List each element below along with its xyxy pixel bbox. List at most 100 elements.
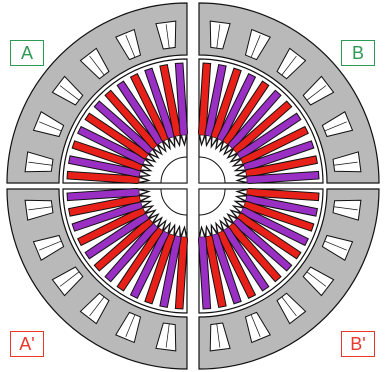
rotor-bar-tip — [138, 177, 149, 183]
rotor-bar-tip — [175, 135, 181, 145]
stator-slot — [302, 266, 335, 297]
stator-slot — [209, 322, 231, 352]
stator-slot — [244, 311, 271, 344]
slot-divider — [89, 296, 105, 317]
quadrant-label-b: B — [341, 40, 375, 66]
slot-divider — [165, 323, 170, 348]
stator-slot — [115, 311, 142, 344]
stator-slot — [276, 47, 307, 80]
rotor-bar-tip — [211, 225, 217, 236]
slot-divider — [324, 121, 347, 132]
stator-slot — [332, 151, 362, 173]
slot-divider — [324, 240, 347, 251]
stator-slot — [209, 20, 231, 50]
quadrant-label-a: A — [10, 40, 44, 66]
stator-slot — [302, 75, 335, 106]
slot-divider — [333, 206, 358, 211]
stator-sector-a — [6, 2, 188, 184]
rotor-bar-tip — [215, 138, 223, 149]
stator-sector-a2 — [6, 188, 188, 370]
quadrant-label-b-prime: B' — [341, 331, 375, 357]
rotor-bar-tip — [175, 227, 181, 237]
rotor-bar — [66, 187, 151, 202]
rotor-bar-tip — [169, 225, 175, 236]
stator-slot — [24, 151, 54, 173]
rotor-bar-tip — [163, 138, 171, 149]
slot-divider — [39, 121, 62, 132]
rotor-bar-tip — [235, 201, 246, 207]
slot-divider — [59, 85, 80, 101]
rotor-bar-tip — [224, 218, 233, 228]
rotor-bar-tip — [215, 223, 223, 234]
rotor-bar-tip — [138, 189, 149, 195]
rotor-layer — [62, 58, 324, 314]
stator-sector-b2 — [198, 188, 380, 370]
stator-layer — [6, 2, 380, 370]
slot-divider — [333, 161, 358, 166]
stator-slot — [51, 75, 84, 106]
stator-sector-b — [198, 2, 380, 184]
rotor-bar-tip — [228, 214, 238, 223]
rotor-bar-tip — [205, 135, 211, 145]
stator-slot — [79, 292, 110, 325]
rotor-bar-tip — [233, 159, 244, 167]
slot-divider — [165, 24, 170, 49]
slot-divider — [216, 24, 221, 49]
rotor-bar-tip — [158, 221, 166, 231]
slot-divider — [89, 55, 105, 76]
rotor-bar-tip — [148, 214, 158, 223]
hub-b — [198, 156, 226, 184]
stator-slot — [32, 111, 65, 138]
rotor-bar-tip — [140, 165, 151, 171]
slot-divider — [281, 296, 297, 317]
stator-slot — [244, 28, 271, 61]
rotor-bar-tip — [231, 210, 241, 218]
rotor-bar-tip — [139, 195, 149, 201]
stator-slot — [321, 234, 354, 261]
rotor-bar-tip — [169, 136, 175, 147]
stator-slot — [79, 47, 110, 80]
rotor-bar-tip — [199, 227, 205, 238]
rotor-bar-tip — [233, 205, 244, 213]
slot-divider — [28, 161, 53, 166]
slot-divider — [125, 35, 136, 58]
rotor-bar-tip — [220, 221, 228, 231]
slot-divider — [250, 35, 261, 58]
slot-divider — [281, 55, 297, 76]
stator-slot — [321, 111, 354, 138]
slot-divider — [306, 85, 327, 101]
rotor-bar-tip — [153, 144, 162, 154]
rotor-bar-tip — [205, 227, 211, 237]
hub-b2 — [198, 188, 226, 216]
stator-slot — [51, 266, 84, 297]
stator-slot — [332, 199, 362, 221]
rotor-bar-tip — [148, 149, 158, 158]
stator-slot — [115, 28, 142, 61]
rotor-bar-tip — [145, 210, 155, 218]
stator-slot — [32, 234, 65, 261]
hub-layer — [160, 156, 226, 216]
rotor-bar-tip — [142, 205, 153, 213]
slot-divider — [306, 271, 327, 287]
stator-slot — [155, 322, 177, 352]
rotor-bar-tip — [163, 223, 171, 234]
rotor-bar-tip — [237, 189, 248, 195]
rotor-bar-tip — [220, 141, 228, 151]
rotor-bar-tip — [231, 154, 241, 162]
rotor-bar — [174, 62, 189, 147]
rotor-bar-tip — [199, 134, 205, 145]
rotor-bar-tip — [224, 144, 233, 154]
rotor-bar-tip — [181, 227, 187, 238]
rotor-bar-tip — [181, 134, 187, 145]
hub-a — [160, 156, 188, 184]
stator-slot — [155, 20, 177, 50]
rotor-bar-tip — [228, 149, 238, 158]
rotor-bar-tip — [142, 159, 153, 167]
slot-divider — [39, 240, 62, 251]
rotor-bar-tip — [237, 171, 247, 177]
quadrant-label-a-prime: A' — [10, 331, 44, 357]
rotor-bar-tip — [145, 154, 155, 162]
rotor-bar — [235, 170, 320, 185]
rotor-bar-tip — [237, 195, 247, 201]
